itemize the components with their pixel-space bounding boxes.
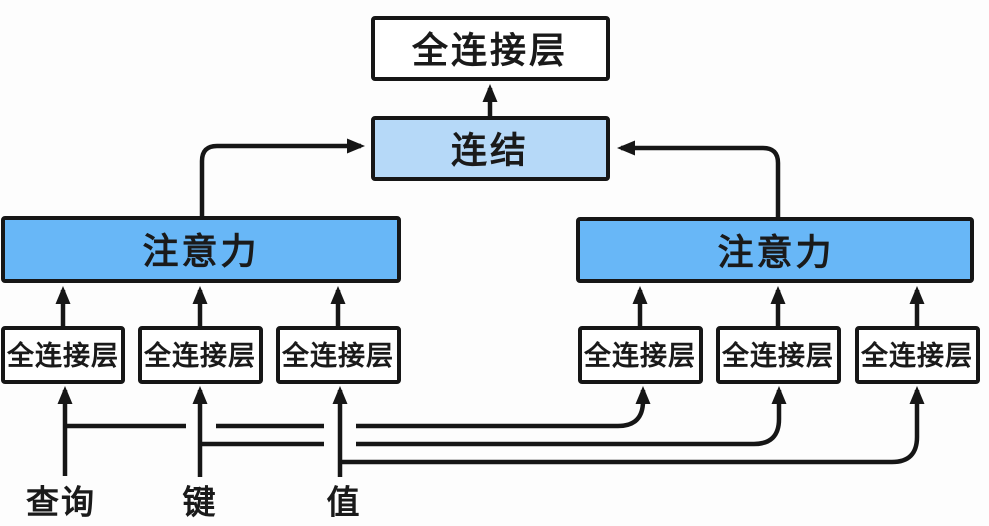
- fc-left-3-box: [276, 326, 401, 384]
- arrow-attention-right-to-concat: [617, 140, 781, 217]
- fc-right-1-box: [578, 326, 703, 384]
- query-label: 查询: [26, 484, 96, 521]
- attention-left-box: [1, 216, 401, 283]
- key-label: 键: [183, 484, 218, 521]
- arrow-key-branch-to-fc-right-2: [356, 386, 787, 447]
- fc-right-1-label: 全连接层: [583, 340, 696, 371]
- fc-left-3-label: 全连接层: [281, 340, 394, 371]
- output-fc-box: [371, 16, 610, 81]
- attention-right-box: [576, 217, 974, 283]
- value-label: 值: [327, 484, 362, 521]
- arrow-attention-left-to-concat: [199, 138, 365, 216]
- fc-right-3-label: 全连接层: [860, 340, 973, 371]
- attention-left-label: 注意力: [142, 231, 259, 272]
- output-fc-label: 全连接层: [411, 30, 568, 71]
- concat-box: [371, 116, 610, 181]
- fc-left-2-box: [138, 326, 263, 384]
- concat-label: 连结: [451, 130, 529, 171]
- fc-right-3-box: [855, 326, 980, 384]
- fc-right-2-label: 全连接层: [721, 340, 834, 371]
- arrow-value-branch-to-fc-right-3: [340, 386, 925, 465]
- fc-left-1-label: 全连接层: [6, 340, 119, 371]
- arrow-query-branch-to-fc-right-1: [356, 386, 651, 429]
- fc-left-2-label: 全连接层: [143, 340, 256, 371]
- attention-right-label: 注意力: [717, 232, 834, 273]
- fc-right-2-box: [716, 326, 841, 384]
- fc-left-1-box: [1, 326, 125, 384]
